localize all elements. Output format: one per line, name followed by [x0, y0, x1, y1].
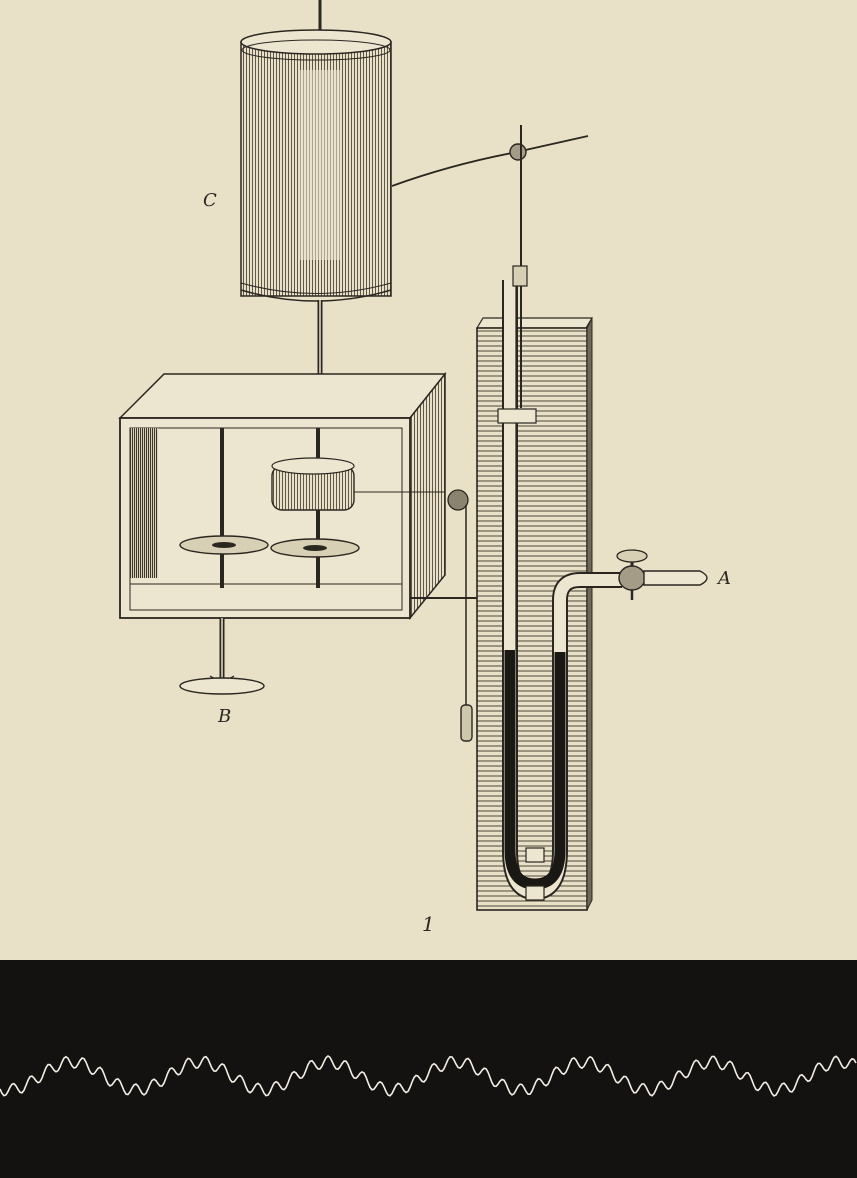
figure-number: 1: [422, 912, 435, 936]
manometer-stand: [475, 317, 594, 911]
label-c: C: [203, 190, 217, 211]
trace-band: [0, 960, 857, 1178]
drive-weight: [460, 704, 473, 742]
label-b: B: [217, 706, 231, 727]
stopcock: [616, 549, 708, 600]
u-tube-manometer: [497, 125, 622, 901]
box-stand: [179, 618, 265, 695]
clockwork-box: [118, 371, 478, 621]
recording-drum: [240, 29, 392, 302]
float-bead: [509, 143, 527, 161]
label-a: A: [716, 568, 731, 589]
stylus-wire: [391, 135, 589, 187]
pressure-trace: [0, 1054, 857, 1097]
